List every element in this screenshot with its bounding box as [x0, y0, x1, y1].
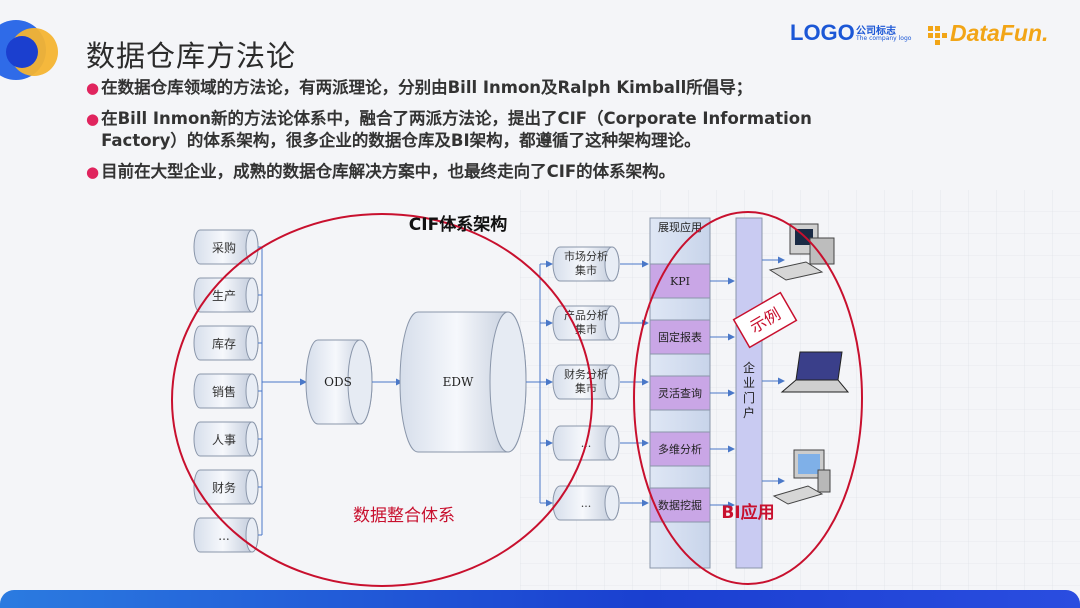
bullet-text: 在数据仓库领域的方法论，有两派理论，分别由Bill Inmon及Ralph Ki…	[101, 78, 753, 97]
laptop-icon	[780, 351, 850, 393]
sample-stamp: 示例	[732, 291, 798, 349]
data-mart-cylinder: 市场分析集市	[552, 246, 620, 282]
logo-cn-text: 公司标志	[856, 26, 896, 37]
enterprise-portal: 企业门户	[735, 217, 763, 569]
footer-bar	[0, 590, 1080, 608]
source-cylinder: ...	[193, 517, 259, 553]
app-label: 数据挖掘	[658, 498, 702, 512]
source-label: 销售	[212, 384, 236, 399]
source-label: 生产	[212, 289, 236, 303]
source-cylinder: 销售	[193, 373, 259, 409]
data-mart-label: ...	[581, 497, 592, 510]
bullet-text: 目前在大型企业，成熟的数据仓库解决方案中，也最终走向了CIF的体系架构。	[101, 162, 676, 181]
mart-line2: 集市	[575, 263, 597, 277]
cif-label: CIF体系架构	[409, 214, 507, 235]
presentation-column: 展现应用 KPI 固定报表 灵活查询 多维分析 数据挖掘	[649, 217, 711, 569]
slide-logo-icon	[0, 20, 58, 80]
data-marts: 市场分析集市 产品分析集市 财务分析集市 ... ...	[552, 246, 620, 521]
source-cylinder: 财务	[193, 469, 259, 505]
app-connectors	[710, 277, 735, 509]
ods-cylinder: ODS	[305, 339, 373, 425]
integration-boundary	[171, 213, 593, 587]
data-mart-cylinder: 产品分析集市	[552, 305, 620, 341]
edw-label: EDW	[443, 375, 474, 389]
source-label: 人事	[212, 433, 236, 447]
app-box: 多维分析	[649, 431, 711, 467]
logo-text: LOGO	[790, 20, 855, 45]
client-connectors	[762, 256, 785, 485]
source-label: 采购	[212, 240, 236, 255]
integration-label: 数据整合体系	[353, 506, 455, 526]
source-cylinder: 人事	[193, 421, 259, 457]
source-cylinder: 采购	[193, 229, 259, 265]
edw-cylinder: EDW	[399, 311, 527, 453]
edw-connectors	[526, 260, 553, 507]
source-systems: 采购 生产 库存 销售 人事 财务 ..	[193, 229, 259, 553]
monitor-computer-icon	[772, 449, 831, 505]
company-logo: LOGO 公司标志 The company logo	[790, 20, 911, 46]
bi-boundary	[633, 211, 863, 585]
app-box: 灵活查询	[649, 375, 711, 411]
page-title: 数据仓库方法论	[86, 39, 297, 73]
source-label: 库存	[212, 336, 236, 351]
app-box: 数据挖掘	[649, 487, 711, 523]
app-label: 多维分析	[658, 442, 702, 456]
ods-label: ODS	[324, 375, 352, 389]
bullet-item: ● 目前在大型企业，成熟的数据仓库解决方案中，也最终走向了CIF的体系架构。	[86, 161, 866, 183]
data-mart-label: 市场分析集市	[564, 249, 608, 277]
bullet-dot-icon: ●	[86, 163, 100, 181]
app-label: 固定报表	[658, 330, 702, 344]
datafun-brand-text: DataFun.	[950, 20, 1049, 46]
source-label: ...	[218, 529, 229, 543]
bi-label: BI应用	[721, 502, 774, 523]
data-mart-cylinder: ...	[552, 485, 620, 521]
data-mart-label: 产品分析集市	[564, 308, 608, 336]
bullet-dot-icon: ●	[86, 79, 100, 97]
app-label: 灵活查询	[658, 386, 702, 400]
source-connectors	[258, 246, 307, 536]
data-mart-cylinder: 财务分析集市	[552, 364, 620, 400]
bullet-item: ● 在数据仓库领域的方法论，有两派理论，分别由Bill Inmon及Ralph …	[86, 77, 866, 99]
bullet-item: ● 在Bill Inmon新的方法论体系中，融合了两派方法论，提出了CIF（Co…	[86, 108, 866, 152]
app-label: KPI	[670, 275, 690, 288]
bullet-list: ● 在数据仓库领域的方法论，有两派理论，分别由Bill Inmon及Ralph …	[86, 77, 866, 192]
mart-line1: 市场分析	[564, 249, 608, 263]
desktop-computer-icon	[768, 223, 835, 281]
logo-en-text: The company logo	[856, 35, 912, 42]
bullet-text: 在Bill Inmon新的方法论体系中，融合了两派方法论，提出了CIF（Corp…	[101, 109, 812, 150]
app-box: 固定报表	[649, 319, 711, 355]
datafun-dots-icon	[928, 26, 947, 45]
datafun-logo: DataFun.	[926, 16, 1066, 50]
portal-label: 企业门户	[743, 360, 755, 420]
source-cylinder: 库存	[193, 325, 259, 361]
cif-architecture-diagram: 采购 生产 库存 销售 人事 财务 ..	[171, 211, 863, 587]
bullet-dot-icon: ●	[86, 110, 100, 128]
source-label: 财务	[212, 480, 236, 495]
presentation-header: 展现应用	[658, 220, 702, 234]
source-cylinder: 生产	[193, 277, 259, 313]
